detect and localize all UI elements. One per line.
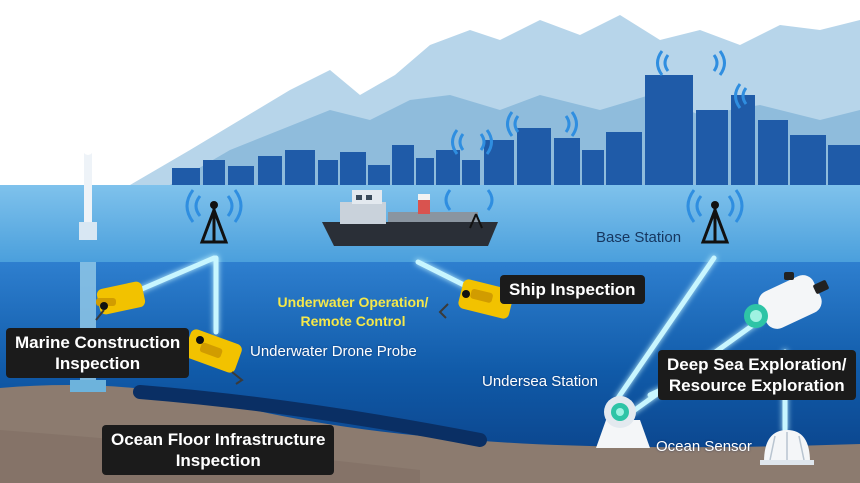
city-signal-icons xyxy=(451,50,748,155)
ocean-floor-line1: Ocean Floor Infrastructure xyxy=(111,430,326,449)
underwater-operation-line2: Remote Control xyxy=(300,313,406,329)
marine-construction-label: Marine Construction Inspection xyxy=(6,328,190,378)
underwater-operation-line1: Underwater Operation/ xyxy=(277,294,429,310)
ocean-floor-pipeline xyxy=(133,385,487,447)
signal-tower-left xyxy=(185,189,243,244)
deep-sea-explorer xyxy=(744,272,829,329)
ocean-sensor xyxy=(760,430,814,465)
signal-tower-right xyxy=(686,189,744,244)
deep-sea-line1: Deep Sea Exploration/ xyxy=(667,355,847,374)
marine-construction-line1: Marine Construction xyxy=(15,333,181,352)
ship-inspection-label: Ship Inspection xyxy=(500,275,645,304)
city-skyline xyxy=(172,75,860,185)
deep-sea-exploration-label: Deep Sea Exploration/ Resource Explorati… xyxy=(658,350,856,400)
ocean-floor-line2: Inspection xyxy=(175,451,261,470)
deep-sea-line2: Resource Exploration xyxy=(668,376,845,395)
marine-construction-line2: Inspection xyxy=(55,354,141,373)
wind-turbine xyxy=(40,94,136,392)
drone-marine-construction xyxy=(95,281,146,321)
base-station-label: Base Station xyxy=(596,229,682,246)
drone-ship-inspection xyxy=(438,279,514,319)
undersea-station-label: Undersea Station xyxy=(482,373,598,390)
ocean-sensor-label: Ocean Sensor xyxy=(656,438,752,455)
underwater-operation-label: Underwater Operation/ Remote Control xyxy=(258,293,448,331)
drone-probe xyxy=(184,329,244,385)
undersea-station xyxy=(596,396,650,448)
ship xyxy=(322,189,498,246)
ocean-floor-infrastructure-label: Ocean Floor Infrastructure Inspection xyxy=(102,425,335,475)
underwater-drone-probe-label: Underwater Drone Probe xyxy=(250,343,417,360)
